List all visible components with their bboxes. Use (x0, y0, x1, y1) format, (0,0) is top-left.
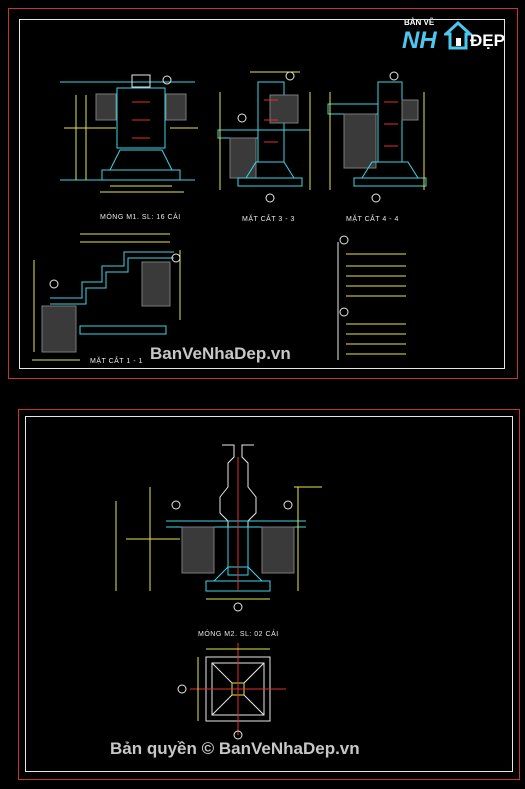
top-drawing-frame: MÓNG M1. SL: 16 CÁI MẶT CẮT 3 - 3 MẶT CẮ… (19, 19, 505, 369)
section-33-drawing (217, 71, 311, 203)
bottom-cad-drawing (115, 444, 322, 740)
foundation-m2-drawing (115, 444, 322, 612)
foundation-m1-drawing (60, 74, 198, 193)
bottom-drawing-frame: MÓNG M2. SL: 02 CÁI Bản quyền © BanVeNha… (25, 416, 513, 772)
bottom-drawing-sheet: MÓNG M2. SL: 02 CÁI Bản quyền © BanVeNha… (18, 409, 520, 780)
logo-main-text: NH (402, 27, 437, 54)
foundation-m2-plan (177, 643, 286, 740)
logo-small-text: BẢN VẼ (404, 18, 435, 27)
label-mat-cat-11: MẶT CẮT 1 - 1 (90, 358, 143, 365)
label-mong-m2: MÓNG M2. SL: 02 CÁI (198, 631, 279, 638)
logo-suffix-text: ĐẸP (470, 31, 505, 50)
brand-logo: BẢN VẼ NH ĐẸP (400, 14, 510, 60)
watermark-bottom: Bản quyền © BanVeNhaDep.vn (110, 739, 360, 758)
label-mat-cat-33: MẶT CẮT 3 - 3 (242, 216, 295, 223)
label-mat-cat-44: MẶT CẮT 4 - 4 (346, 216, 399, 223)
label-mong-m1: MÓNG M1. SL: 16 CÁI (100, 214, 181, 221)
top-cad-drawing (32, 71, 427, 361)
section-44-drawing (327, 71, 427, 203)
top-drawing-sheet: MÓNG M1. SL: 16 CÁI MẶT CẮT 3 - 3 MẶT CẮ… (8, 8, 518, 379)
house-icon (444, 20, 472, 50)
section-11-drawing (32, 233, 181, 361)
notes-legend (337, 235, 406, 360)
watermark-top: BanVeNhaDep.vn (150, 344, 291, 363)
